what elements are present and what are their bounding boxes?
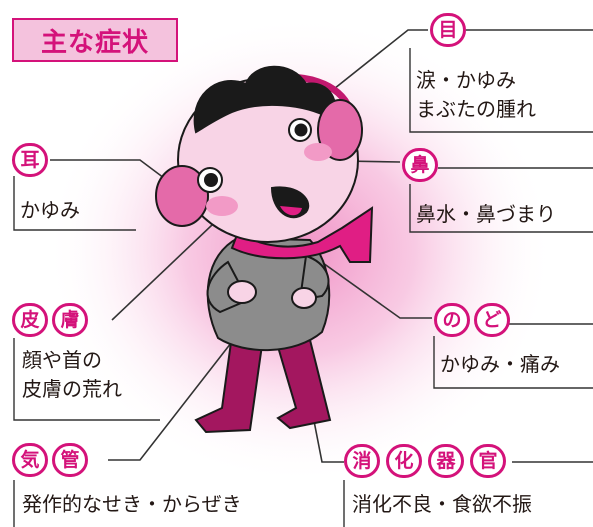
desc-digestive-line-0: 消化不良・食欲不振	[352, 492, 532, 516]
label-skin-char-1: 膚	[52, 303, 88, 337]
frame-throat	[433, 336, 593, 389]
character	[155, 65, 374, 434]
label-throat-char-0: の	[434, 303, 470, 337]
frame-skin	[13, 338, 160, 421]
pupil-left	[204, 173, 218, 187]
desc-trachea-line-0: 発作的なせき・からぜき	[22, 492, 242, 516]
cheek-left	[206, 196, 238, 216]
pupil-right	[294, 123, 308, 137]
label-trachea-char-0: 気	[12, 443, 48, 477]
desc-ear-line-0: かゆみ	[20, 198, 80, 222]
frame-eye	[409, 48, 593, 133]
desc-ear: かゆみ	[20, 196, 80, 225]
desc-digestive: 消化不良・食欲不振	[352, 490, 532, 519]
leader-throat	[294, 242, 432, 319]
right-hand	[291, 287, 317, 309]
desc-throat: かゆみ・痛み	[440, 350, 560, 379]
desc-skin-line-1: 皮膚の荒れ	[22, 377, 122, 401]
desc-throat-line-0: かゆみ・痛み	[440, 352, 560, 376]
desc-eye: 涙・かゆみ まぶたの腫れ	[416, 66, 536, 124]
desc-nose: 鼻水・鼻づまり	[416, 200, 556, 229]
desc-skin-line-0: 顔や首の	[22, 348, 102, 372]
tongue	[280, 206, 302, 216]
leader-eye	[309, 29, 428, 109]
leader-lines	[12, 29, 593, 463]
scarf	[230, 206, 374, 263]
desc-skin: 顔や首の 皮膚の荒れ	[22, 346, 122, 404]
label-trachea-char-1: 管	[52, 443, 88, 477]
label-skin-char-0: 皮	[12, 303, 48, 337]
label-digestive-char-2: 器	[428, 444, 464, 478]
label-nose-char-0: 鼻	[402, 148, 438, 182]
desc-eye-line-0: 涙・かゆみ	[416, 68, 516, 92]
cheek-right	[304, 143, 332, 161]
label-throat-char-1: ど	[474, 303, 510, 337]
left-hand	[227, 280, 257, 304]
desc-eye-line-1: まぶたの腫れ	[416, 97, 536, 121]
label-digestive-char-0: 消	[344, 444, 380, 478]
earmuff-left	[155, 165, 209, 227]
desc-frames	[13, 48, 593, 527]
hair	[193, 65, 336, 134]
frame-ear	[13, 176, 136, 231]
page-title: 主な症状	[12, 18, 178, 62]
label-ear-char-0: 耳	[12, 143, 48, 177]
label-eye-char-0: 目	[430, 13, 466, 47]
earmuff-right	[317, 99, 363, 161]
label-digestive-char-1: 化	[386, 444, 422, 478]
desc-nose-line-0: 鼻水・鼻づまり	[416, 202, 556, 226]
frame-nose	[409, 184, 593, 233]
desc-trachea: 発作的なせき・からぜき	[22, 490, 242, 519]
label-digestive-char-3: 官	[470, 444, 506, 478]
